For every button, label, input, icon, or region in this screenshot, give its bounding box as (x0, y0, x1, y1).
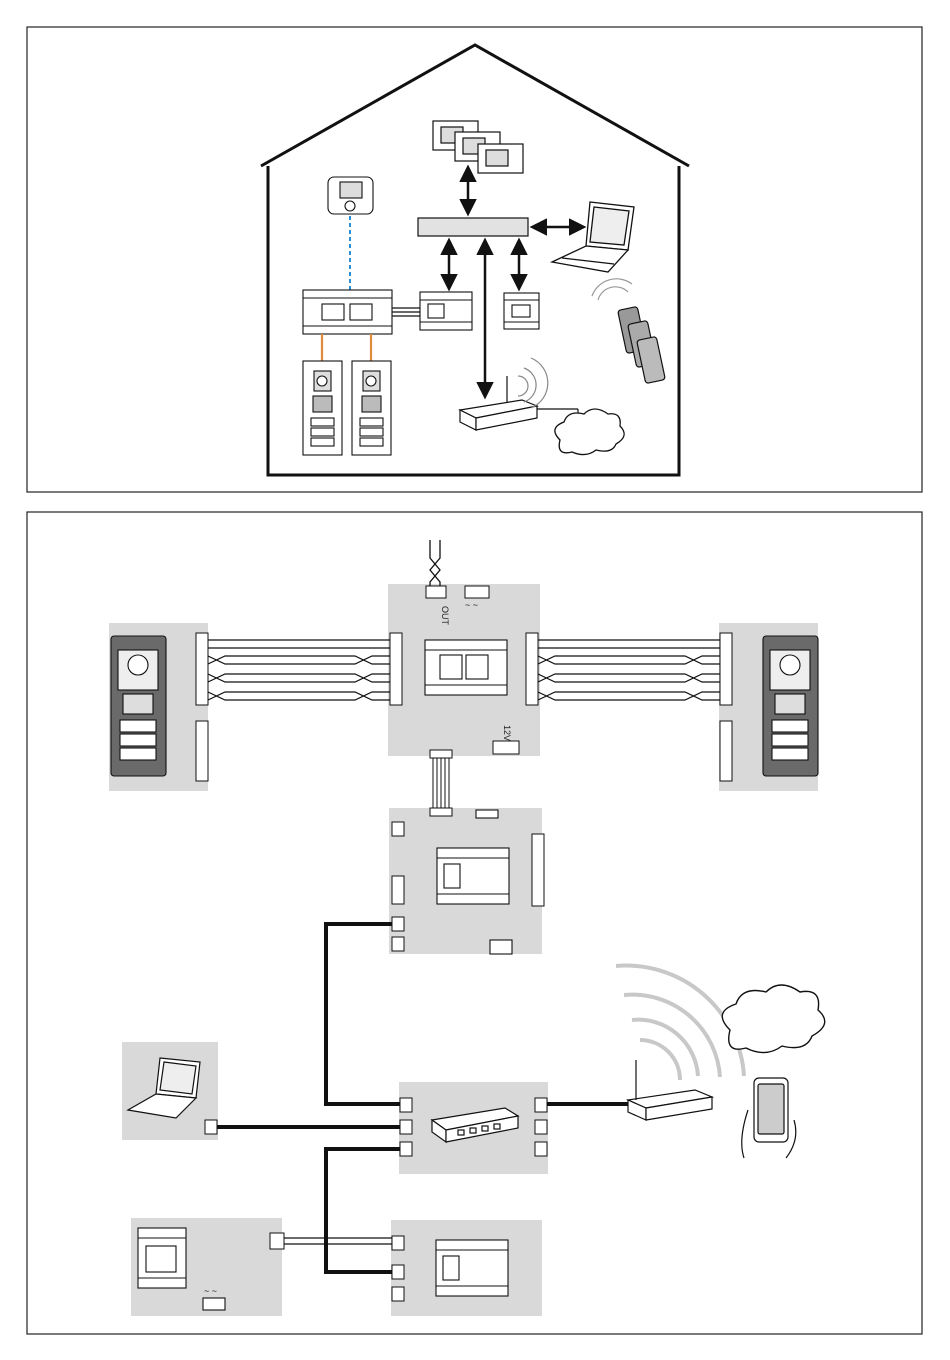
cloud (722, 985, 824, 1053)
cable-controller-interface (392, 308, 420, 316)
wifi-router (628, 1060, 712, 1120)
central-unit (425, 640, 507, 695)
voltage-terminal (493, 741, 519, 754)
cloud (555, 409, 624, 455)
power-supply (504, 293, 539, 329)
ac-label: ~ ~ (465, 600, 478, 610)
outdoor-panel-right (763, 636, 818, 776)
interface-module (420, 292, 472, 330)
wifi-router (460, 376, 537, 430)
monitor-group (433, 121, 523, 173)
smartphone (742, 1078, 796, 1158)
rfid-badges (592, 279, 665, 384)
door-entry-controller (303, 290, 392, 334)
outdoor-panel-left (111, 636, 166, 776)
voltage-label: 12V (502, 725, 512, 741)
desk-station (328, 177, 373, 214)
ac-label-bottom: ~ ~ (204, 1286, 217, 1296)
out-label: OUT (440, 606, 450, 626)
power-cable (284, 1238, 392, 1244)
out-terminal (426, 586, 446, 598)
ribbon-cable (430, 750, 452, 816)
network-switch (418, 218, 528, 236)
outdoor-panel-right (352, 361, 391, 455)
twisted-pairs-left (208, 640, 390, 700)
ac-terminal (465, 586, 489, 598)
outdoor-panel-left (303, 361, 342, 455)
laptop (552, 202, 634, 272)
ip-module (436, 1240, 508, 1296)
twisted-pairs-right (538, 640, 720, 700)
